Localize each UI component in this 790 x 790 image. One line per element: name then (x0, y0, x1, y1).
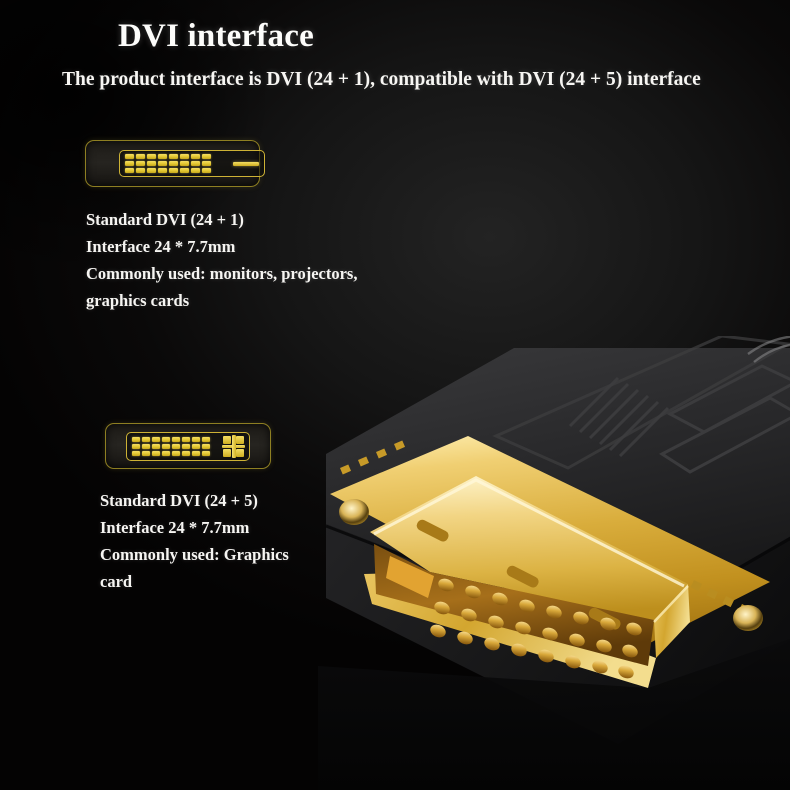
dvi-24-5-caption: Standard DVI (24 + 5) Interface 24 * 7.7… (100, 487, 340, 595)
page-title: DVI interface (118, 18, 314, 54)
caption-line-interface-size: Interface 24 * 7.7mm (86, 237, 236, 256)
caption-line-usage-a: Commonly used: monitors, projectors, (86, 264, 358, 283)
caption-line-standard: Standard DVI (24 + 1) (86, 210, 244, 229)
pin-row (132, 436, 210, 442)
caption-line-usage-b: graphics cards (86, 291, 190, 310)
pin-grid (125, 154, 211, 173)
contact-area (126, 431, 250, 461)
pin-row (125, 168, 211, 173)
dvi-male-connector-photo (318, 336, 790, 790)
cross-blade-contact (222, 434, 245, 458)
caption-line-usage-a: Commonly used: Graphics (100, 545, 289, 564)
dvi-24-5-port-diagram (105, 423, 271, 469)
caption-line-interface-size: Interface 24 * 7.7mm (100, 518, 250, 537)
flat-blade-contact (233, 161, 259, 166)
pin-row (125, 161, 211, 166)
caption-line-usage-b: card (100, 572, 133, 591)
pin-row (132, 450, 210, 456)
dvi-24-1-port-diagram (85, 140, 265, 187)
caption-line-standard: Standard DVI (24 + 5) (100, 491, 258, 510)
pin-grid (132, 436, 210, 456)
contact-area (119, 150, 265, 177)
pin-row (132, 443, 210, 449)
dvi-24-1-caption: Standard DVI (24 + 1) Interface 24 * 7.7… (86, 206, 436, 314)
page-subtitle: The product interface is DVI (24 + 1), c… (62, 69, 701, 90)
pin-row (125, 154, 211, 159)
